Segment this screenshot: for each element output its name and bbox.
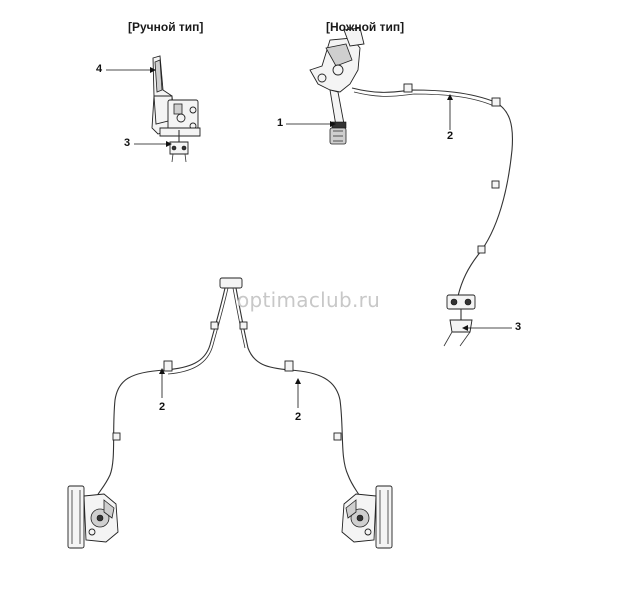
leader-lines — [106, 67, 512, 408]
foot-type-heading: [Ножной тип] — [326, 20, 405, 34]
watermark: optimaclub.ru — [237, 288, 381, 312]
right-rear-brake-caliper — [341, 485, 393, 549]
callout-2-rear-left-cable: 2 — [159, 401, 166, 413]
callout-4-hand-lever: 4 — [96, 63, 103, 75]
callout-1-foot-pedal: 1 — [277, 117, 284, 129]
foot-brake-pedal-assembly — [309, 27, 365, 145]
rear-cables — [94, 277, 363, 501]
hand-type-heading: [Ручной тип] — [128, 20, 204, 34]
left-rear-brake-caliper — [67, 485, 119, 549]
foot-equalizer — [443, 294, 476, 347]
callout-2-front-cable: 2 — [447, 130, 454, 142]
callout-2-rear-right-cable: 2 — [295, 411, 302, 423]
callout-3-hand-equalizer: 3 — [124, 137, 131, 149]
hand-brake-lever-assembly — [151, 55, 201, 163]
foot-front-cable — [351, 83, 514, 297]
callout-3-foot-equalizer: 3 — [515, 321, 522, 333]
